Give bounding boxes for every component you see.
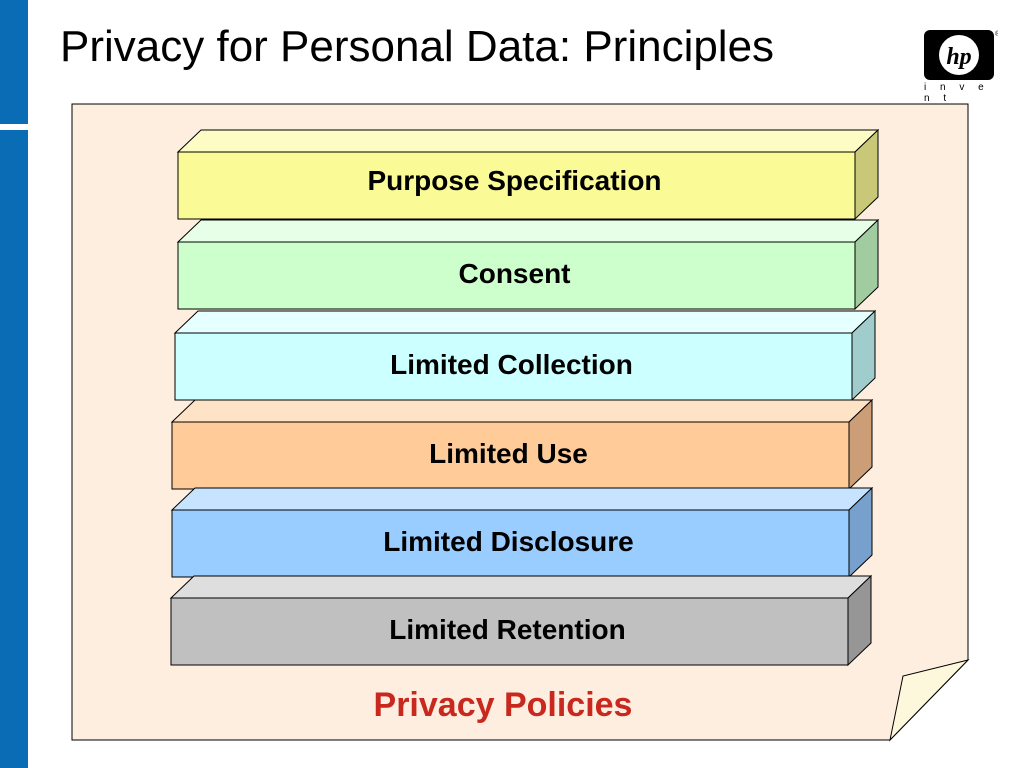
layer-front-face: [174, 332, 853, 401]
left-accent-bar-bottom: [0, 130, 28, 768]
privacy-policies-label: Privacy Policies: [374, 686, 633, 724]
hp-logo-mark: hp: [946, 44, 971, 70]
layer-label: Limited Retention: [389, 614, 625, 645]
container-folded-corner: [889, 659, 970, 742]
layer-front-face: [171, 509, 850, 578]
layer-front-face: [177, 151, 856, 220]
principle-layer-6: Limited Retention: [169, 574, 873, 667]
principle-layer-3: Limited Collection: [173, 309, 877, 402]
hp-logo-tagline: i n v e n t: [924, 82, 990, 104]
principle-layer-1: Purpose Specification: [176, 128, 880, 221]
layer-top-face: [169, 575, 873, 599]
layer-front-face: [170, 597, 849, 666]
layer-top-face: [170, 399, 874, 423]
slide-title: Privacy for Personal Data: Principles: [60, 22, 775, 71]
layer-top-face: [173, 310, 877, 334]
layer-front-face: [177, 241, 856, 310]
layer-top-face: [170, 487, 874, 511]
layer-label: Limited Use: [429, 438, 588, 469]
hp-logo-registered: ®: [995, 30, 998, 38]
principle-layer-2: Consent: [176, 218, 880, 311]
left-accent-bar-top: [0, 0, 28, 124]
layer-label: Consent: [459, 258, 571, 289]
layer-label: Purpose Specification: [367, 165, 661, 196]
layer-label: Limited Disclosure: [383, 526, 634, 557]
layer-front-face: [171, 421, 850, 490]
layer-top-face: [176, 219, 880, 243]
principle-layer-4: Limited Use: [170, 398, 874, 491]
layer-label: Limited Collection: [390, 349, 633, 380]
principle-layer-5: Limited Disclosure: [170, 486, 874, 579]
layer-top-face: [176, 129, 880, 153]
hp-logo-icon: hp ®: [924, 30, 998, 80]
